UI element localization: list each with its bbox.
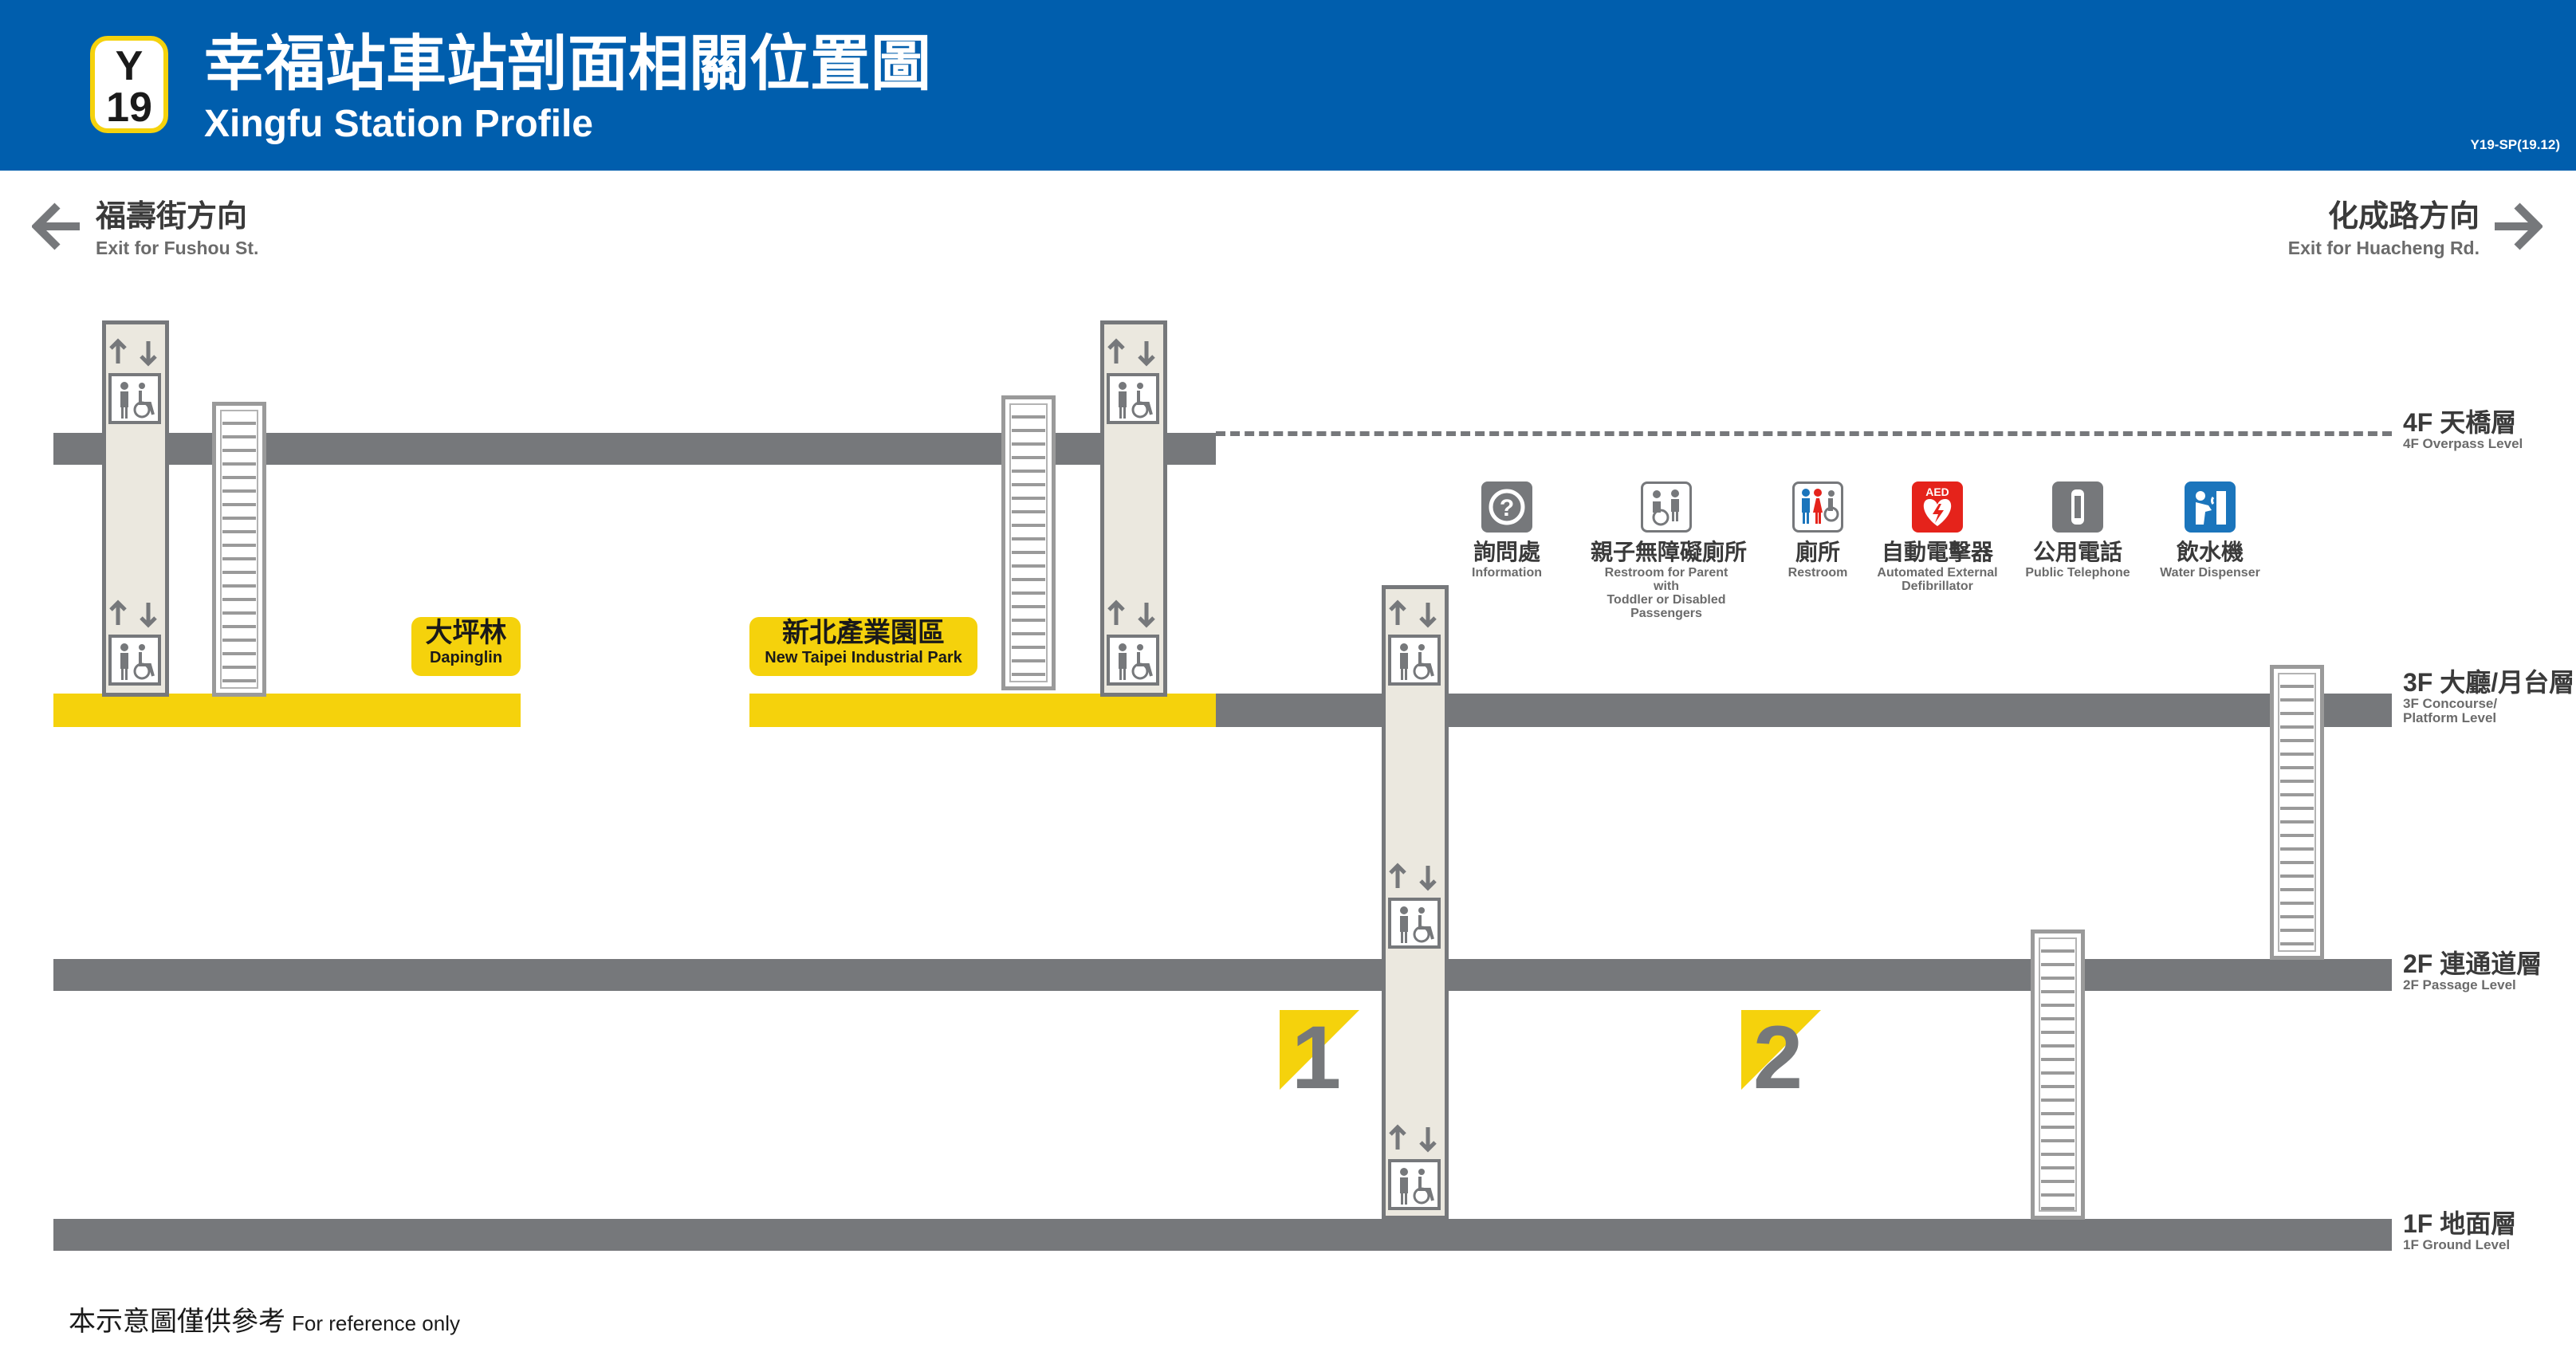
- page-title-zh: 幸福站車站剖面相關位置圖: [204, 30, 931, 98]
- stair-treads: [2039, 937, 2077, 1212]
- elevator-icon: [1386, 859, 1444, 955]
- floor-2f-label: 2F 連通道層: [2403, 949, 2543, 978]
- floor-3f-label-en-2: Platform Level: [2403, 710, 2497, 725]
- stair-treads: [220, 410, 258, 689]
- facility-label-en: Automated External: [1877, 566, 1998, 580]
- facility-water-dispenser: 飲水機 Water Dispenser: [2134, 481, 2286, 580]
- facility-label-zh: 公用電話: [2032, 540, 2122, 564]
- station-tag-en: Dapinglin: [429, 649, 503, 666]
- facility-label-en: Information: [1472, 566, 1542, 580]
- station-tag-new-taipei-industrial-park: 新北產業園區 New Taipei Industrial Park: [749, 617, 977, 676]
- staircase-right-lower: [2031, 930, 2085, 1220]
- elevator-glyph: [108, 599, 161, 686]
- elevator-glyph: [1388, 599, 1441, 686]
- direction-left-zh: 福壽街方向: [96, 200, 248, 234]
- facility-label-en: Water Dispenser: [2160, 566, 2260, 580]
- elevator-glyph: [1107, 599, 1159, 686]
- facility-label-zh: 親子無障礙廁所: [1591, 540, 1748, 564]
- facility-label-zh: 自動電擊器: [1881, 540, 1993, 564]
- facility-label-en: Restroom for Parent with: [1604, 566, 1728, 593]
- floor-3f-label-en: 3F Concourse/: [2403, 696, 2498, 711]
- facility-information: ? 詢問處 Information: [1431, 481, 1583, 580]
- direction-right-zh: 化成路方向: [2327, 200, 2480, 234]
- staircase-center: [1001, 395, 1056, 690]
- svg-text:AED: AED: [1925, 485, 1949, 498]
- document-code: Y19-SP(19.12): [2470, 137, 2560, 152]
- floor-2f-label-en: 2F Passage Level: [2403, 977, 2516, 992]
- staircase-right-upper: [2270, 665, 2324, 960]
- elevator-glyph: [108, 338, 161, 424]
- facility-restroom: 廁所 Restroom: [1742, 481, 1894, 580]
- exit-2-number: 2: [1753, 1010, 1803, 1094]
- footnote: 本示意圖僅供參考 For reference only: [69, 1299, 460, 1338]
- stair-treads: [2278, 673, 2316, 952]
- elevator-glyph: [1388, 863, 1441, 949]
- svg-text:?: ?: [1500, 495, 1514, 521]
- facility-label-zh: 詢問處: [1473, 540, 1540, 564]
- elevator-glyph: [1388, 1124, 1441, 1210]
- elevator-icon: [107, 596, 164, 692]
- floor-2f-bar: [53, 959, 2392, 991]
- page-title-en: Xingfu Station Profile: [204, 103, 593, 145]
- restroom-icon: [1792, 481, 1843, 533]
- aed-icon: AED: [1912, 481, 1963, 533]
- stair-treads: [1009, 403, 1048, 682]
- station-tag-zh: 大坪林: [425, 618, 507, 648]
- direction-left-en: Exit for Fushou St.: [96, 238, 259, 258]
- water-dispenser-icon: [2185, 481, 2236, 533]
- footnote-zh: 本示意圖僅供參考: [69, 1307, 285, 1337]
- elevator-icon: [1105, 596, 1162, 692]
- facility-aed: AED 自動電擊器 Automated External Defibrillat…: [1862, 481, 2013, 593]
- arrow-left-icon: [32, 202, 80, 250]
- line-code: Y: [115, 43, 144, 89]
- direction-right-en: Exit for Huacheng Rd.: [2287, 238, 2480, 258]
- facility-telephone: 公用電話 Public Telephone: [2002, 481, 2153, 580]
- exit-1-number: 1: [1292, 1010, 1341, 1094]
- floor-1f-label-en: 1F Ground Level: [2403, 1237, 2511, 1252]
- elevator-icon: [107, 335, 164, 430]
- floor-4f-label-en: 4F Overpass Level: [2403, 436, 2523, 451]
- platform-right: [749, 694, 1217, 727]
- staircase-left: [212, 402, 266, 697]
- floor-1f-label: 1F 地面層: [2403, 1209, 2517, 1238]
- exit-2-marker: 2: [1741, 1010, 1821, 1094]
- station-tag-zh: 新北產業園區: [782, 618, 945, 648]
- platform-left: [53, 694, 521, 727]
- elevator-icon: [1386, 1121, 1444, 1216]
- information-icon: ?: [1481, 481, 1532, 533]
- facility-label-zh: 飲水機: [2176, 540, 2244, 564]
- facility-label-zh: 廁所: [1795, 540, 1840, 564]
- line-station-badge: Y 19: [90, 36, 168, 133]
- facility-label-en-2: Toddler or Disabled Passengers: [1607, 593, 1726, 620]
- station-tag-dapinglin: 大坪林 Dapinglin: [411, 617, 521, 676]
- elevator-glyph: [1107, 338, 1159, 424]
- exit-1-marker: 1: [1280, 1010, 1359, 1094]
- station-number: 19: [106, 85, 152, 131]
- elevator-icon: [1386, 596, 1444, 692]
- floor-4f-label: 4F 天橋層: [2403, 408, 2517, 437]
- telephone-icon: [2052, 481, 2103, 533]
- arrow-right-icon: [2495, 202, 2543, 250]
- elevator-icon: [1105, 335, 1162, 430]
- footnote-en: For reference only: [292, 1311, 460, 1335]
- facility-label-en: Public Telephone: [2025, 566, 2130, 580]
- station-tag-en: New Taipei Industrial Park: [765, 649, 962, 666]
- accessible-restroom-icon: [1641, 481, 1692, 533]
- facility-label-en: Restroom: [1787, 566, 1848, 580]
- facility-accessible-restroom: 親子無障礙廁所 Restroom for Parent with Toddler…: [1591, 481, 1748, 620]
- header-bar: [0, 0, 2576, 171]
- floor-4f-dashed-extension: [1216, 431, 2392, 436]
- facility-label-en-2: Defibrillator: [1902, 580, 1973, 593]
- floor-1f-bar: [53, 1219, 2392, 1251]
- floor-3f-label: 3F 大廳/月台層: [2403, 668, 2575, 697]
